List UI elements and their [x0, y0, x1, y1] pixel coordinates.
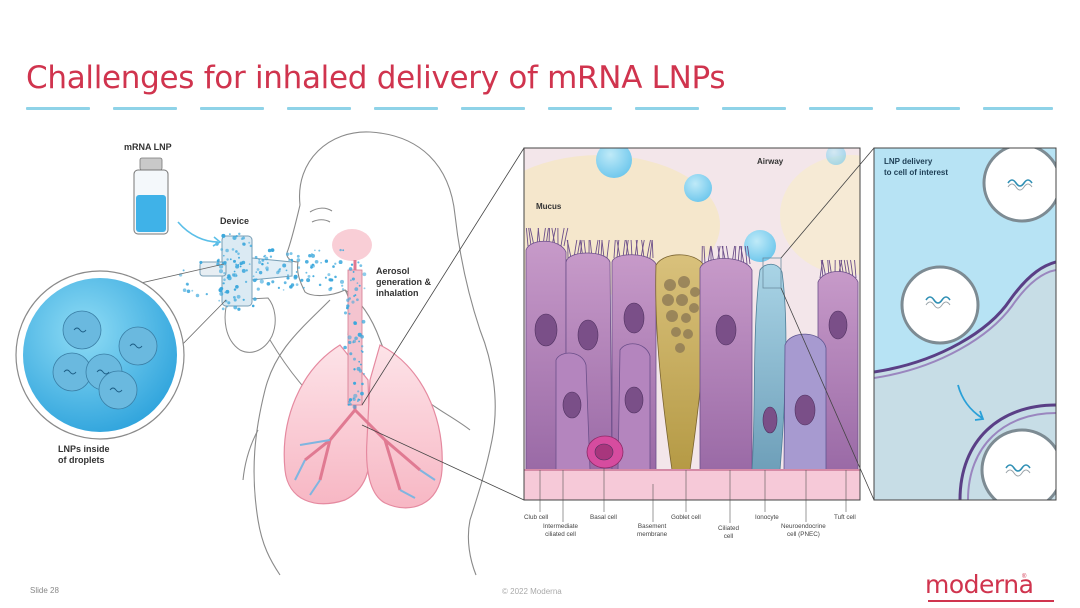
- lnp-panel: [874, 148, 1056, 500]
- ionocyte-label: Ionocyte: [755, 514, 779, 521]
- aerosol-label: Aerosol generation & inhalation: [376, 266, 432, 298]
- lnp-delivery-label: LNP delivery to cell of interest: [884, 157, 949, 177]
- vial-icon: [133, 157, 169, 235]
- hand: [224, 297, 319, 403]
- lnp-particle-2: [900, 265, 980, 345]
- droplets-label: LNPs inside of droplets: [58, 444, 110, 465]
- copyright: © 2022 Moderna: [502, 587, 562, 596]
- goblet-cell-label: Goblet cell: [671, 514, 701, 521]
- device-label: Device: [220, 216, 250, 226]
- droplet-zoom-circle: [15, 270, 185, 440]
- slide-number: Slide 28: [30, 586, 59, 595]
- aerosol-particles: [178, 232, 367, 409]
- lnp-particle-1: [982, 148, 1056, 223]
- tuft-cell-label: Tuft cell: [834, 514, 856, 521]
- title-divider: [26, 107, 1056, 111]
- neuroendocrine-cell-label: Neuroendocrine cell (PNEC): [781, 523, 826, 538]
- ciliated-cell-label: Ciliated cell: [718, 525, 739, 540]
- lnp-particle-3: [980, 428, 1056, 500]
- moderna-logo: moderna: [925, 570, 1034, 599]
- logo-underline: [928, 600, 1054, 602]
- intermediate-cell-label: Intermediate ciliated cell: [543, 523, 579, 538]
- airway-label: Airway: [757, 157, 784, 166]
- delivery-arrow: [957, 384, 983, 419]
- cell-label-leaders: [539, 468, 847, 523]
- slide-title: Challenges for inhaled delivery of mRNA …: [26, 60, 726, 96]
- mucus-label: Mucus: [536, 202, 562, 211]
- vial-label: mRNA LNP: [124, 142, 172, 152]
- vial-arrow: [177, 221, 219, 243]
- club-cell-label: Club cell: [524, 514, 549, 521]
- person-outline: [242, 131, 496, 576]
- basal-cell-label: Basal cell: [590, 514, 617, 521]
- basement-membrane-label: Basement membrane: [637, 523, 668, 538]
- logo-registered-mark: ®: [1022, 574, 1027, 580]
- airway-panel: [524, 148, 860, 500]
